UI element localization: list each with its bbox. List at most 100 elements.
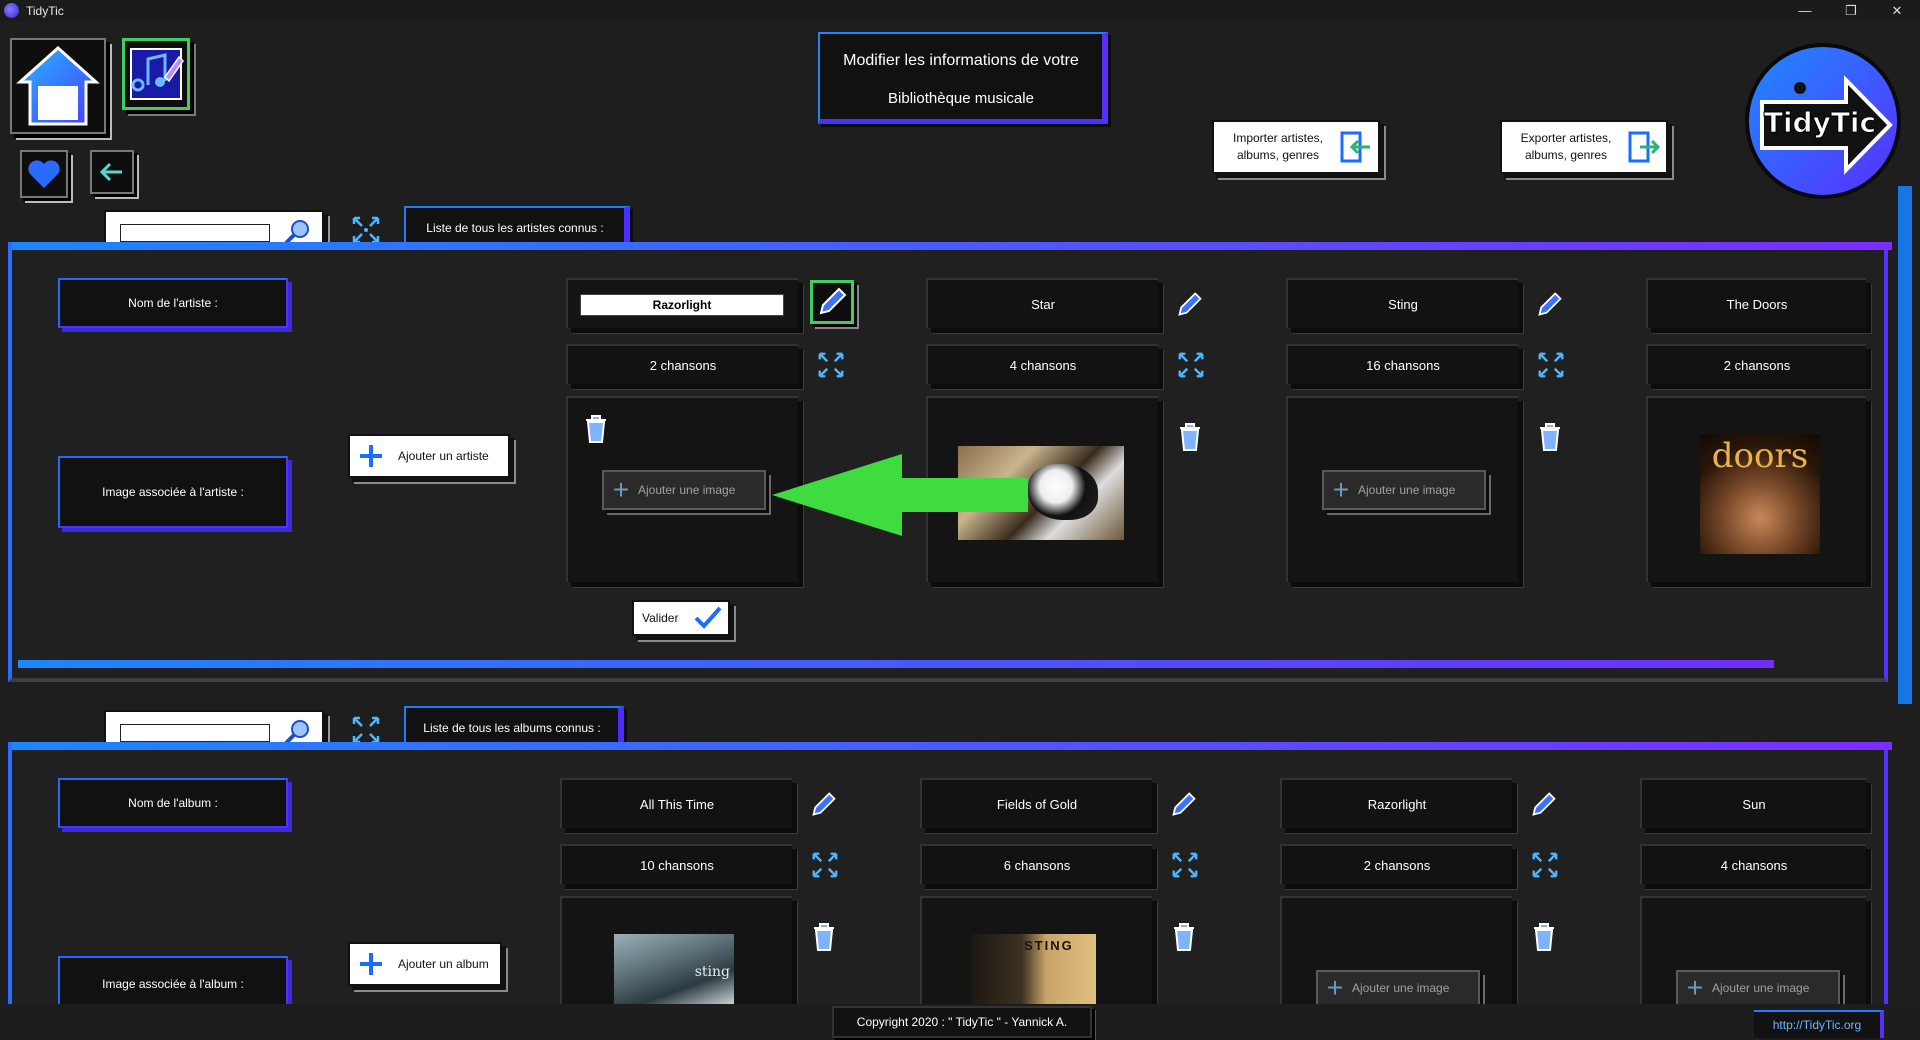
artist-image-label: Image associée à l'artiste :	[58, 456, 288, 528]
album-card-2-cover-text: STING	[1024, 938, 1074, 953]
artist-card-3-add-image-button[interactable]: + Ajouter une image	[1322, 470, 1486, 510]
close-button[interactable]: ✕	[1891, 3, 1903, 18]
artist-name-label: Nom de l'artiste :	[58, 278, 288, 328]
album-name-label: Nom de l'album :	[58, 778, 288, 828]
artist-card-1-add-image-button[interactable]: + Ajouter une image	[602, 470, 766, 510]
artist-card-3-expand-icon[interactable]	[1536, 350, 1566, 380]
export-label: Exporter artistes, albums, genres	[1520, 131, 1612, 162]
artist-search-input[interactable]	[120, 224, 270, 242]
minimize-button[interactable]: —	[1798, 3, 1812, 18]
album-card-1-trash-icon[interactable]	[810, 922, 838, 952]
plus-icon	[360, 953, 382, 975]
artist-card-4-image: doors	[1700, 434, 1820, 554]
artist-card-3-edit-icon[interactable]	[1536, 290, 1564, 318]
title-bar: TidyTic — ❐ ✕	[0, 0, 1920, 22]
heart-icon	[28, 160, 60, 188]
artist-card-1-image-box: + Ajouter une image	[566, 396, 798, 582]
artist-card-3-name: Sting	[1286, 278, 1518, 328]
add-artist-button[interactable]: Ajouter un artiste	[348, 434, 510, 478]
favorites-button[interactable]	[20, 150, 68, 198]
album-card-3-image-box: + Ajouter une image	[1280, 896, 1512, 1006]
search-icon[interactable]	[282, 718, 312, 746]
artist-card-2-expand-icon[interactable]	[1176, 350, 1206, 380]
album-card-1-cover-text: sting	[694, 964, 730, 980]
validate-label: Valider	[642, 611, 679, 625]
restore-button[interactable]: ❐	[1845, 3, 1857, 18]
page-title-line2: Bibliothèque musicale	[888, 90, 1034, 107]
music-edit-icon	[130, 48, 184, 100]
album-card-3-trash-icon[interactable]	[1530, 922, 1558, 952]
import-icon	[1340, 131, 1370, 163]
album-card-4-count: 4 chansons	[1640, 844, 1866, 884]
artist-card-3-image-box: + Ajouter une image	[1286, 396, 1518, 582]
copyright-text: Copyright 2020 : " TidyTic " - Yannick A…	[832, 1006, 1092, 1038]
add-image-label: Ajouter une image	[1712, 981, 1810, 995]
window-title: TidyTic	[26, 4, 64, 18]
plus-icon	[360, 445, 382, 467]
artist-card-2-edit-icon[interactable]	[1176, 290, 1204, 318]
plus-icon: +	[1332, 474, 1350, 505]
artists-horizontal-scrollbar[interactable]	[18, 660, 1774, 668]
add-album-label: Ajouter un album	[398, 957, 489, 971]
album-card-4-add-image-button[interactable]: + Ajouter une image	[1676, 970, 1840, 1006]
export-icon	[1628, 131, 1661, 163]
page-title: Modifier les informations de votre Bibli…	[818, 32, 1108, 124]
artist-card-4-name: The Doors	[1646, 278, 1866, 328]
artist-card-1-expand-icon[interactable]	[816, 350, 846, 380]
trash-icon[interactable]	[582, 414, 610, 444]
artist-card-1-edit-button[interactable]	[810, 280, 854, 324]
artist-name-input[interactable]	[580, 294, 784, 316]
album-card-2-image: STING	[972, 934, 1096, 1004]
artist-card-2-count: 4 chansons	[926, 344, 1158, 384]
import-button[interactable]: Importer artistes, albums, genres	[1212, 120, 1380, 174]
plus-icon: +	[1326, 972, 1344, 1003]
album-card-2-trash-icon[interactable]	[1170, 922, 1198, 952]
add-artist-label: Ajouter un artiste	[398, 449, 489, 463]
album-card-1-name: All This Time	[560, 778, 792, 828]
checkmark-icon	[695, 606, 722, 629]
back-button[interactable]	[90, 150, 134, 194]
add-image-label: Ajouter une image	[638, 483, 736, 497]
search-icon[interactable]	[282, 218, 312, 246]
album-card-2-edit-icon[interactable]	[1170, 790, 1198, 818]
album-card-2-expand-icon[interactable]	[1170, 850, 1200, 880]
logo-icon	[1745, 43, 1901, 199]
artist-card-3-count: 16 chansons	[1286, 344, 1518, 384]
website-link[interactable]: http://TidyTic.org	[1754, 1010, 1884, 1038]
album-card-2-name: Fields of Gold	[920, 778, 1152, 828]
add-album-button[interactable]: Ajouter un album	[348, 942, 502, 986]
album-card-2-count: 6 chansons	[920, 844, 1152, 884]
pencil-icon	[819, 287, 847, 315]
album-card-1-edit-icon[interactable]	[810, 790, 838, 818]
album-card-2-image-box: STING	[920, 896, 1152, 1004]
music-edit-button[interactable]	[122, 38, 190, 110]
artist-card-4-count: 2 chansons	[1646, 344, 1866, 384]
album-card-4-name: Sun	[1640, 778, 1866, 828]
artists-panel-topbar	[12, 242, 1892, 250]
vertical-scrollbar[interactable]	[1898, 186, 1912, 704]
album-card-3-add-image-button[interactable]: + Ajouter une image	[1316, 970, 1480, 1006]
album-search-input[interactable]	[120, 724, 270, 742]
tidytic-logo: TidyTic	[1742, 40, 1904, 202]
home-icon	[16, 45, 100, 126]
export-button[interactable]: Exporter artistes, albums, genres	[1500, 120, 1668, 174]
album-card-3-expand-icon[interactable]	[1530, 850, 1560, 880]
add-image-label: Ajouter une image	[1358, 483, 1456, 497]
plus-icon: +	[612, 474, 630, 505]
plus-icon: +	[1686, 972, 1704, 1003]
artist-card-1-count: 2 chansons	[566, 344, 798, 384]
album-card-3-name: Razorlight	[1280, 778, 1512, 828]
album-card-3-edit-icon[interactable]	[1530, 790, 1558, 818]
album-card-1-image-box: sting	[560, 896, 792, 1004]
artist-card-3-trash-icon[interactable]	[1536, 422, 1564, 452]
album-card-1-expand-icon[interactable]	[810, 850, 840, 880]
artist-card-2-trash-icon[interactable]	[1176, 422, 1204, 452]
back-arrow-icon	[99, 162, 122, 182]
artist-card-2-name: Star	[926, 278, 1158, 328]
doors-logo-text: doors	[1711, 436, 1809, 476]
page-title-line1: Modifier les informations de votre	[843, 52, 1079, 69]
home-button[interactable]	[10, 38, 106, 134]
artist-card-4-image-box: doors	[1646, 396, 1866, 582]
validate-button[interactable]: Valider	[632, 600, 730, 636]
album-card-1-image: sting	[614, 934, 734, 1004]
